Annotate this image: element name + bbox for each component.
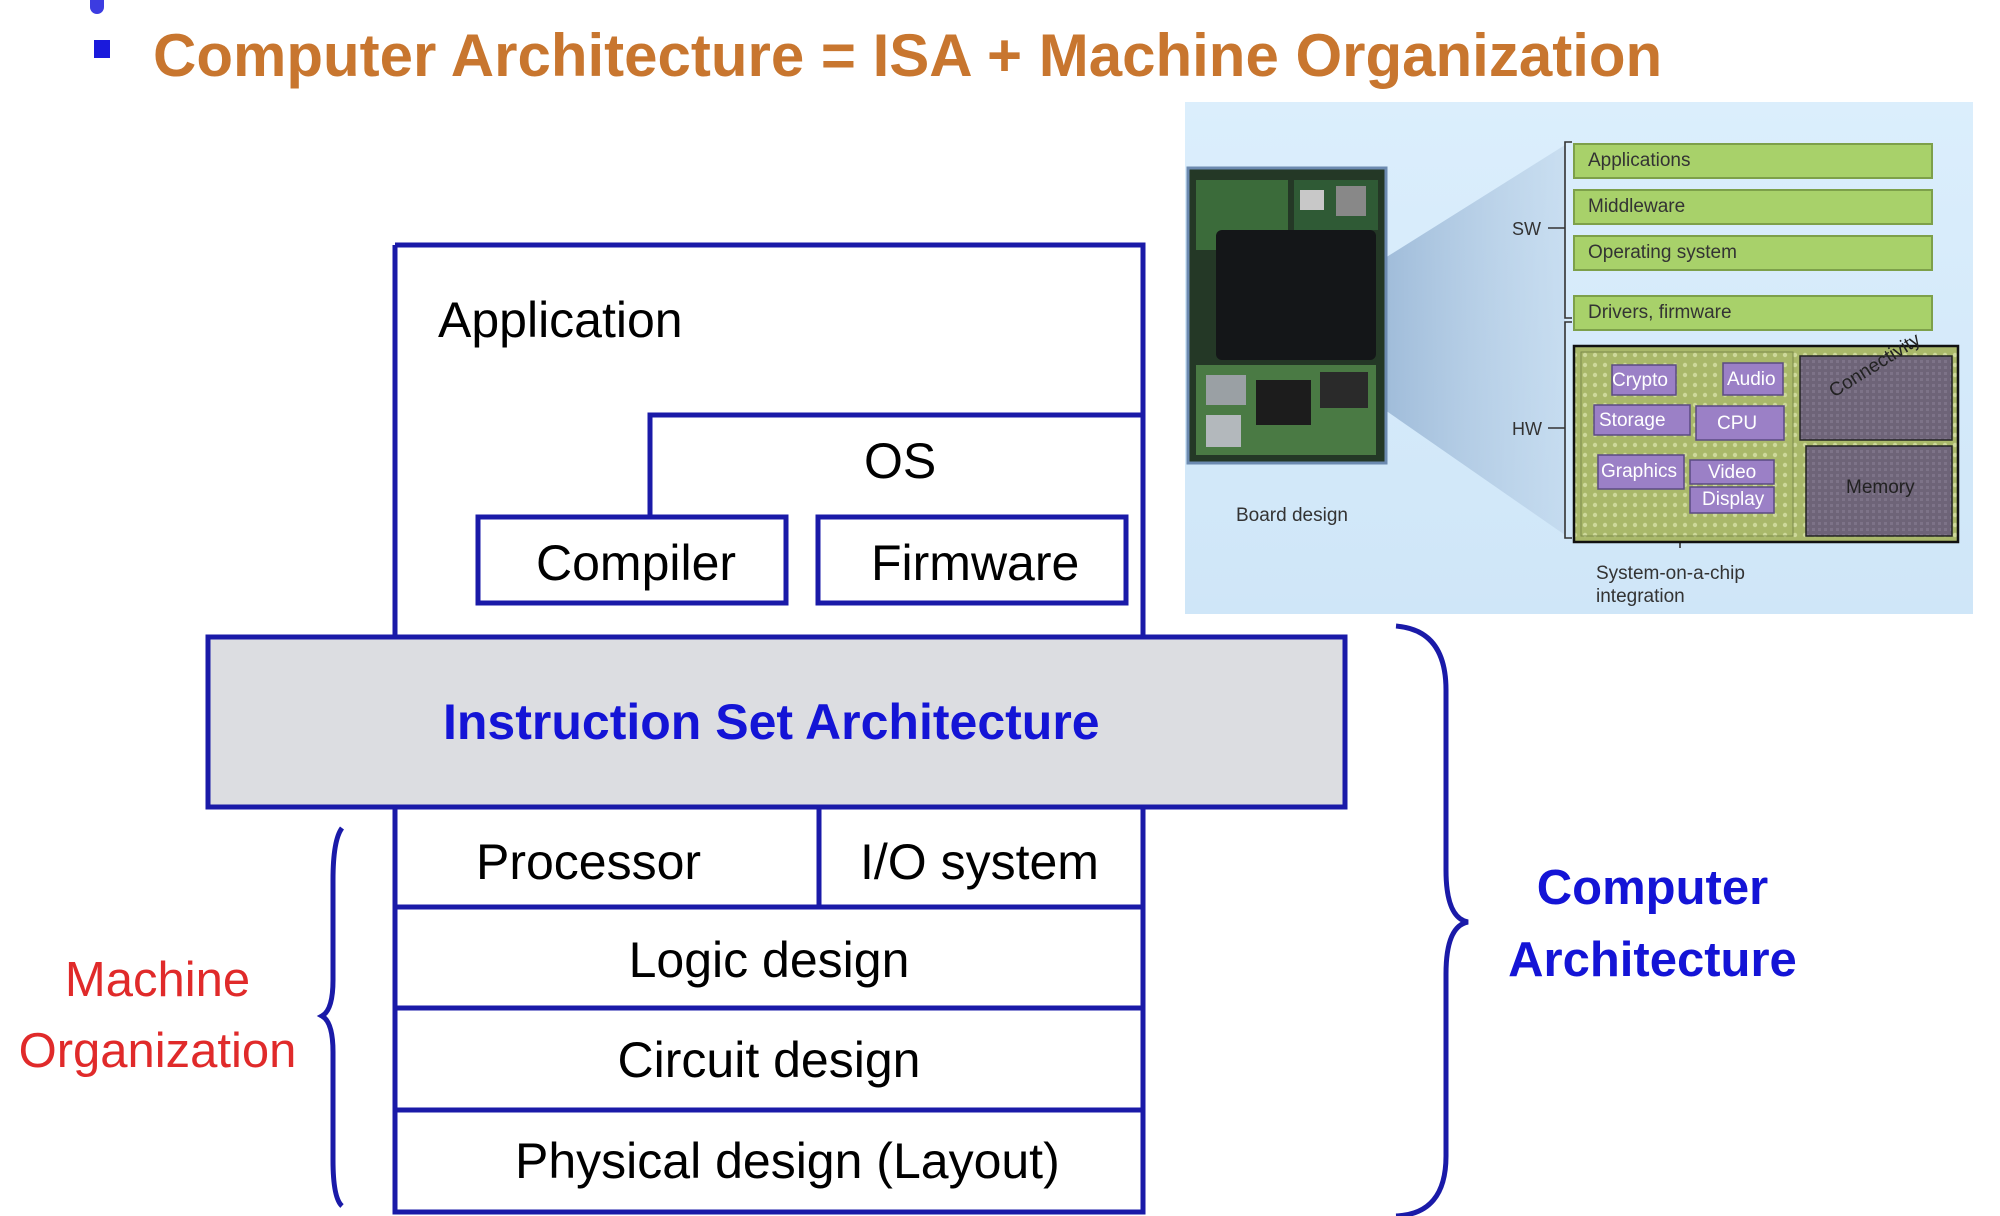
sw-layer-os	[1573, 235, 1933, 271]
bullet-tail-icon	[90, 0, 104, 14]
sw-layer-middleware	[1573, 189, 1933, 225]
logic-design-label: Logic design	[628, 932, 910, 988]
circuit-design-label: Circuit design	[617, 1032, 921, 1088]
soc-caption-line2: integration	[1596, 586, 1685, 607]
sw-os-label: Operating system	[1588, 242, 1737, 263]
computer-architecture-line2: Architecture	[1508, 933, 1797, 987]
slide-title: Computer Architecture = ISA + Machine Or…	[153, 22, 1663, 89]
hw-bracket	[1564, 321, 1572, 539]
sw-middleware-label: Middleware	[1588, 196, 1686, 217]
soc-block-crypto	[1611, 364, 1677, 396]
compiler-box	[475, 514, 789, 606]
sw-label: SW	[1512, 219, 1541, 239]
isa-band	[205, 634, 1348, 810]
os-region	[647, 412, 1143, 518]
machine-organization-line2: Organization	[18, 1024, 297, 1078]
physical-design-label: Physical design (Layout)	[515, 1133, 1060, 1189]
video-label: Video	[1708, 462, 1757, 483]
board-design-caption: Board design	[1236, 505, 1348, 526]
soc-block-graphics	[1597, 454, 1685, 490]
memory-label: Memory	[1846, 477, 1915, 498]
audio-label: Audio	[1727, 369, 1776, 390]
io-system-label: I/O system	[860, 834, 1099, 890]
soc-caption-line1: System-on-a-chip	[1596, 563, 1745, 584]
soc-block-memory	[1805, 445, 1953, 537]
bullet-square-icon	[94, 40, 110, 58]
soc-block-video	[1689, 459, 1775, 485]
hw-label: HW	[1512, 419, 1542, 439]
sw-bracket	[1564, 141, 1572, 319]
processor-label: Processor	[476, 834, 702, 890]
storage-label: Storage	[1599, 410, 1666, 431]
soc-block-storage	[1593, 404, 1691, 436]
machine-organization-line1: Machine	[64, 953, 251, 1007]
soc-block-audio	[1722, 362, 1784, 396]
right-brace-icon	[1395, 623, 1469, 1216]
isa-label: Instruction Set Architecture	[443, 694, 1100, 750]
board-photo	[1186, 166, 1388, 465]
compiler-label: Compiler	[536, 535, 737, 591]
crypto-label: Crypto	[1612, 370, 1668, 391]
display-label: Display	[1702, 489, 1765, 510]
sw-layer-drivers	[1573, 295, 1933, 331]
application-label: Application	[438, 292, 683, 348]
sw-applications-label: Applications	[1588, 150, 1691, 171]
firmware-label: Firmware	[871, 535, 1080, 591]
application-box	[392, 242, 1146, 637]
zoom-projection	[1385, 145, 1565, 535]
soc-block-display	[1689, 486, 1775, 514]
firmware-box	[815, 514, 1129, 606]
os-label: OS	[864, 433, 937, 489]
cpu-label: CPU	[1717, 413, 1758, 434]
sw-drivers-label: Drivers, firmware	[1588, 302, 1732, 323]
soc-block-connectivity	[1799, 355, 1953, 441]
sw-layer-applications	[1573, 143, 1933, 179]
graphics-label: Graphics	[1601, 461, 1678, 482]
soc-block-cpu	[1695, 405, 1785, 441]
computer-architecture-line1: Computer	[1536, 861, 1769, 915]
left-brace-icon	[316, 826, 345, 1208]
